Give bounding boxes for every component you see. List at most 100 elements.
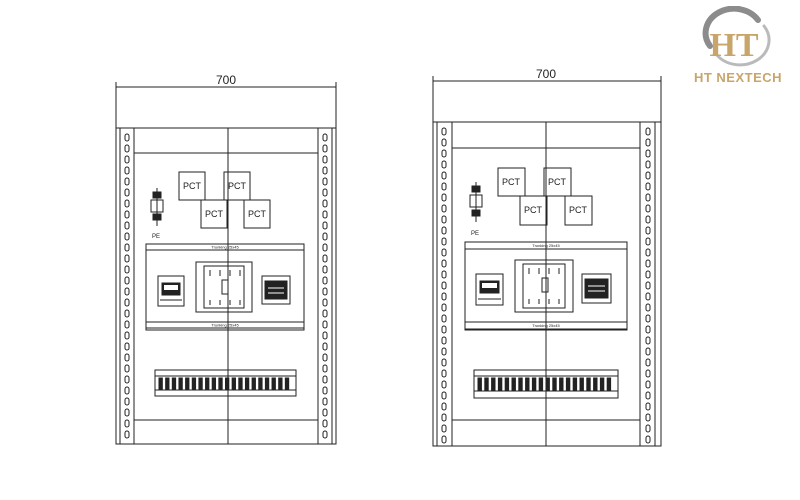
terminal-block [491, 377, 496, 391]
rail-slots-left [124, 133, 130, 439]
rail-slot [124, 320, 130, 329]
rail-slot [441, 292, 447, 301]
terminal-block [504, 377, 510, 391]
rail-slots-right [322, 133, 328, 439]
terminal-block [198, 377, 203, 391]
rail-slot [441, 270, 447, 279]
terminal-block [497, 377, 503, 391]
rail-slot [645, 204, 651, 213]
rail-slot [124, 386, 130, 395]
rail-right [317, 127, 333, 445]
pct-label: PCT [183, 181, 202, 191]
rail-slot [645, 391, 651, 400]
rail-slot [645, 402, 651, 411]
pct-label: PCT [205, 209, 224, 219]
rail-slot [645, 303, 651, 312]
terminal-block [525, 377, 530, 391]
logo-mark: HT [702, 5, 771, 67]
rail-slot [124, 265, 130, 274]
rail-slot [322, 254, 328, 263]
rail-slot [441, 171, 447, 180]
rail-slot [645, 149, 651, 158]
terminal-block [191, 377, 197, 391]
rail-slot [322, 309, 328, 318]
rail-slot [322, 188, 328, 197]
terminal-block [579, 377, 584, 391]
main-breaker [195, 261, 253, 313]
pct-box [178, 171, 206, 201]
terminal-block [538, 377, 544, 391]
terminal-block [258, 377, 263, 391]
rail-slot [322, 386, 328, 395]
rail-slot [124, 309, 130, 318]
rail-slot [124, 430, 130, 439]
rail-slot [322, 331, 328, 340]
width-dimension: 700 [216, 73, 236, 87]
pct-box [519, 195, 548, 226]
pct-label: PCT [548, 177, 567, 187]
rail-slot [322, 353, 328, 362]
rail-slot [441, 138, 447, 147]
rail-slots-left [441, 127, 447, 444]
rail-slot [441, 402, 447, 411]
pct-label: PCT [524, 205, 543, 215]
rail-slot [645, 347, 651, 356]
rail-slot [645, 127, 651, 136]
rail-slot [645, 226, 651, 235]
rail-slot [645, 259, 651, 268]
pct-label: PCT [502, 177, 521, 187]
meter-device [475, 273, 504, 306]
rail-slot [322, 419, 328, 428]
rail-slot [124, 188, 130, 197]
terminal-block [185, 377, 190, 391]
terminal-block [545, 377, 550, 391]
trunking-bottom [145, 321, 305, 329]
rail-slot [322, 276, 328, 285]
rail-slot [124, 287, 130, 296]
trunking-top [464, 241, 628, 250]
rail-slot [124, 254, 130, 263]
rail-slot [124, 199, 130, 208]
terminal-block [599, 377, 605, 391]
rail-slot [124, 221, 130, 230]
terminal-block [171, 377, 177, 391]
terminal-block [205, 377, 210, 391]
rail-slot [441, 435, 447, 444]
brand-name: HT NEXTECH [693, 70, 783, 85]
rail-slot [645, 281, 651, 290]
rail-slot [645, 435, 651, 444]
rail-slot [645, 248, 651, 257]
terminal-block [552, 377, 557, 391]
logo-monogram: HT [709, 27, 758, 64]
rail-slot [124, 243, 130, 252]
rail-slot [124, 210, 130, 219]
panel-2: 700 PE PCT PCT PCT PCT Trunking 25x45 Tr… [432, 67, 662, 447]
terminal-block [477, 377, 482, 391]
pct-box [543, 167, 572, 197]
rail-slot [441, 259, 447, 268]
terminal-block [606, 377, 612, 391]
pct-box [200, 199, 228, 229]
rail-slot [322, 265, 328, 274]
rail-slot [645, 369, 651, 378]
rail-slot [124, 144, 130, 153]
rail-slot [645, 314, 651, 323]
rail-slot [124, 342, 130, 351]
rail-slot [124, 331, 130, 340]
rail-slot [645, 424, 651, 433]
rail-slot [645, 215, 651, 224]
terminal-block [218, 377, 223, 391]
rail-slot [124, 166, 130, 175]
terminal-block [484, 377, 489, 391]
pct-label: PCT [569, 205, 588, 215]
rail-slot [322, 397, 328, 406]
rail-slot [441, 336, 447, 345]
rail-slot [645, 336, 651, 345]
rail-slot [124, 375, 130, 384]
terminal-block [225, 377, 230, 391]
rail-right [639, 121, 656, 447]
rail-slot [645, 193, 651, 202]
terminal-block [158, 377, 163, 391]
rail-slot [322, 408, 328, 417]
rail-slot [441, 182, 447, 191]
